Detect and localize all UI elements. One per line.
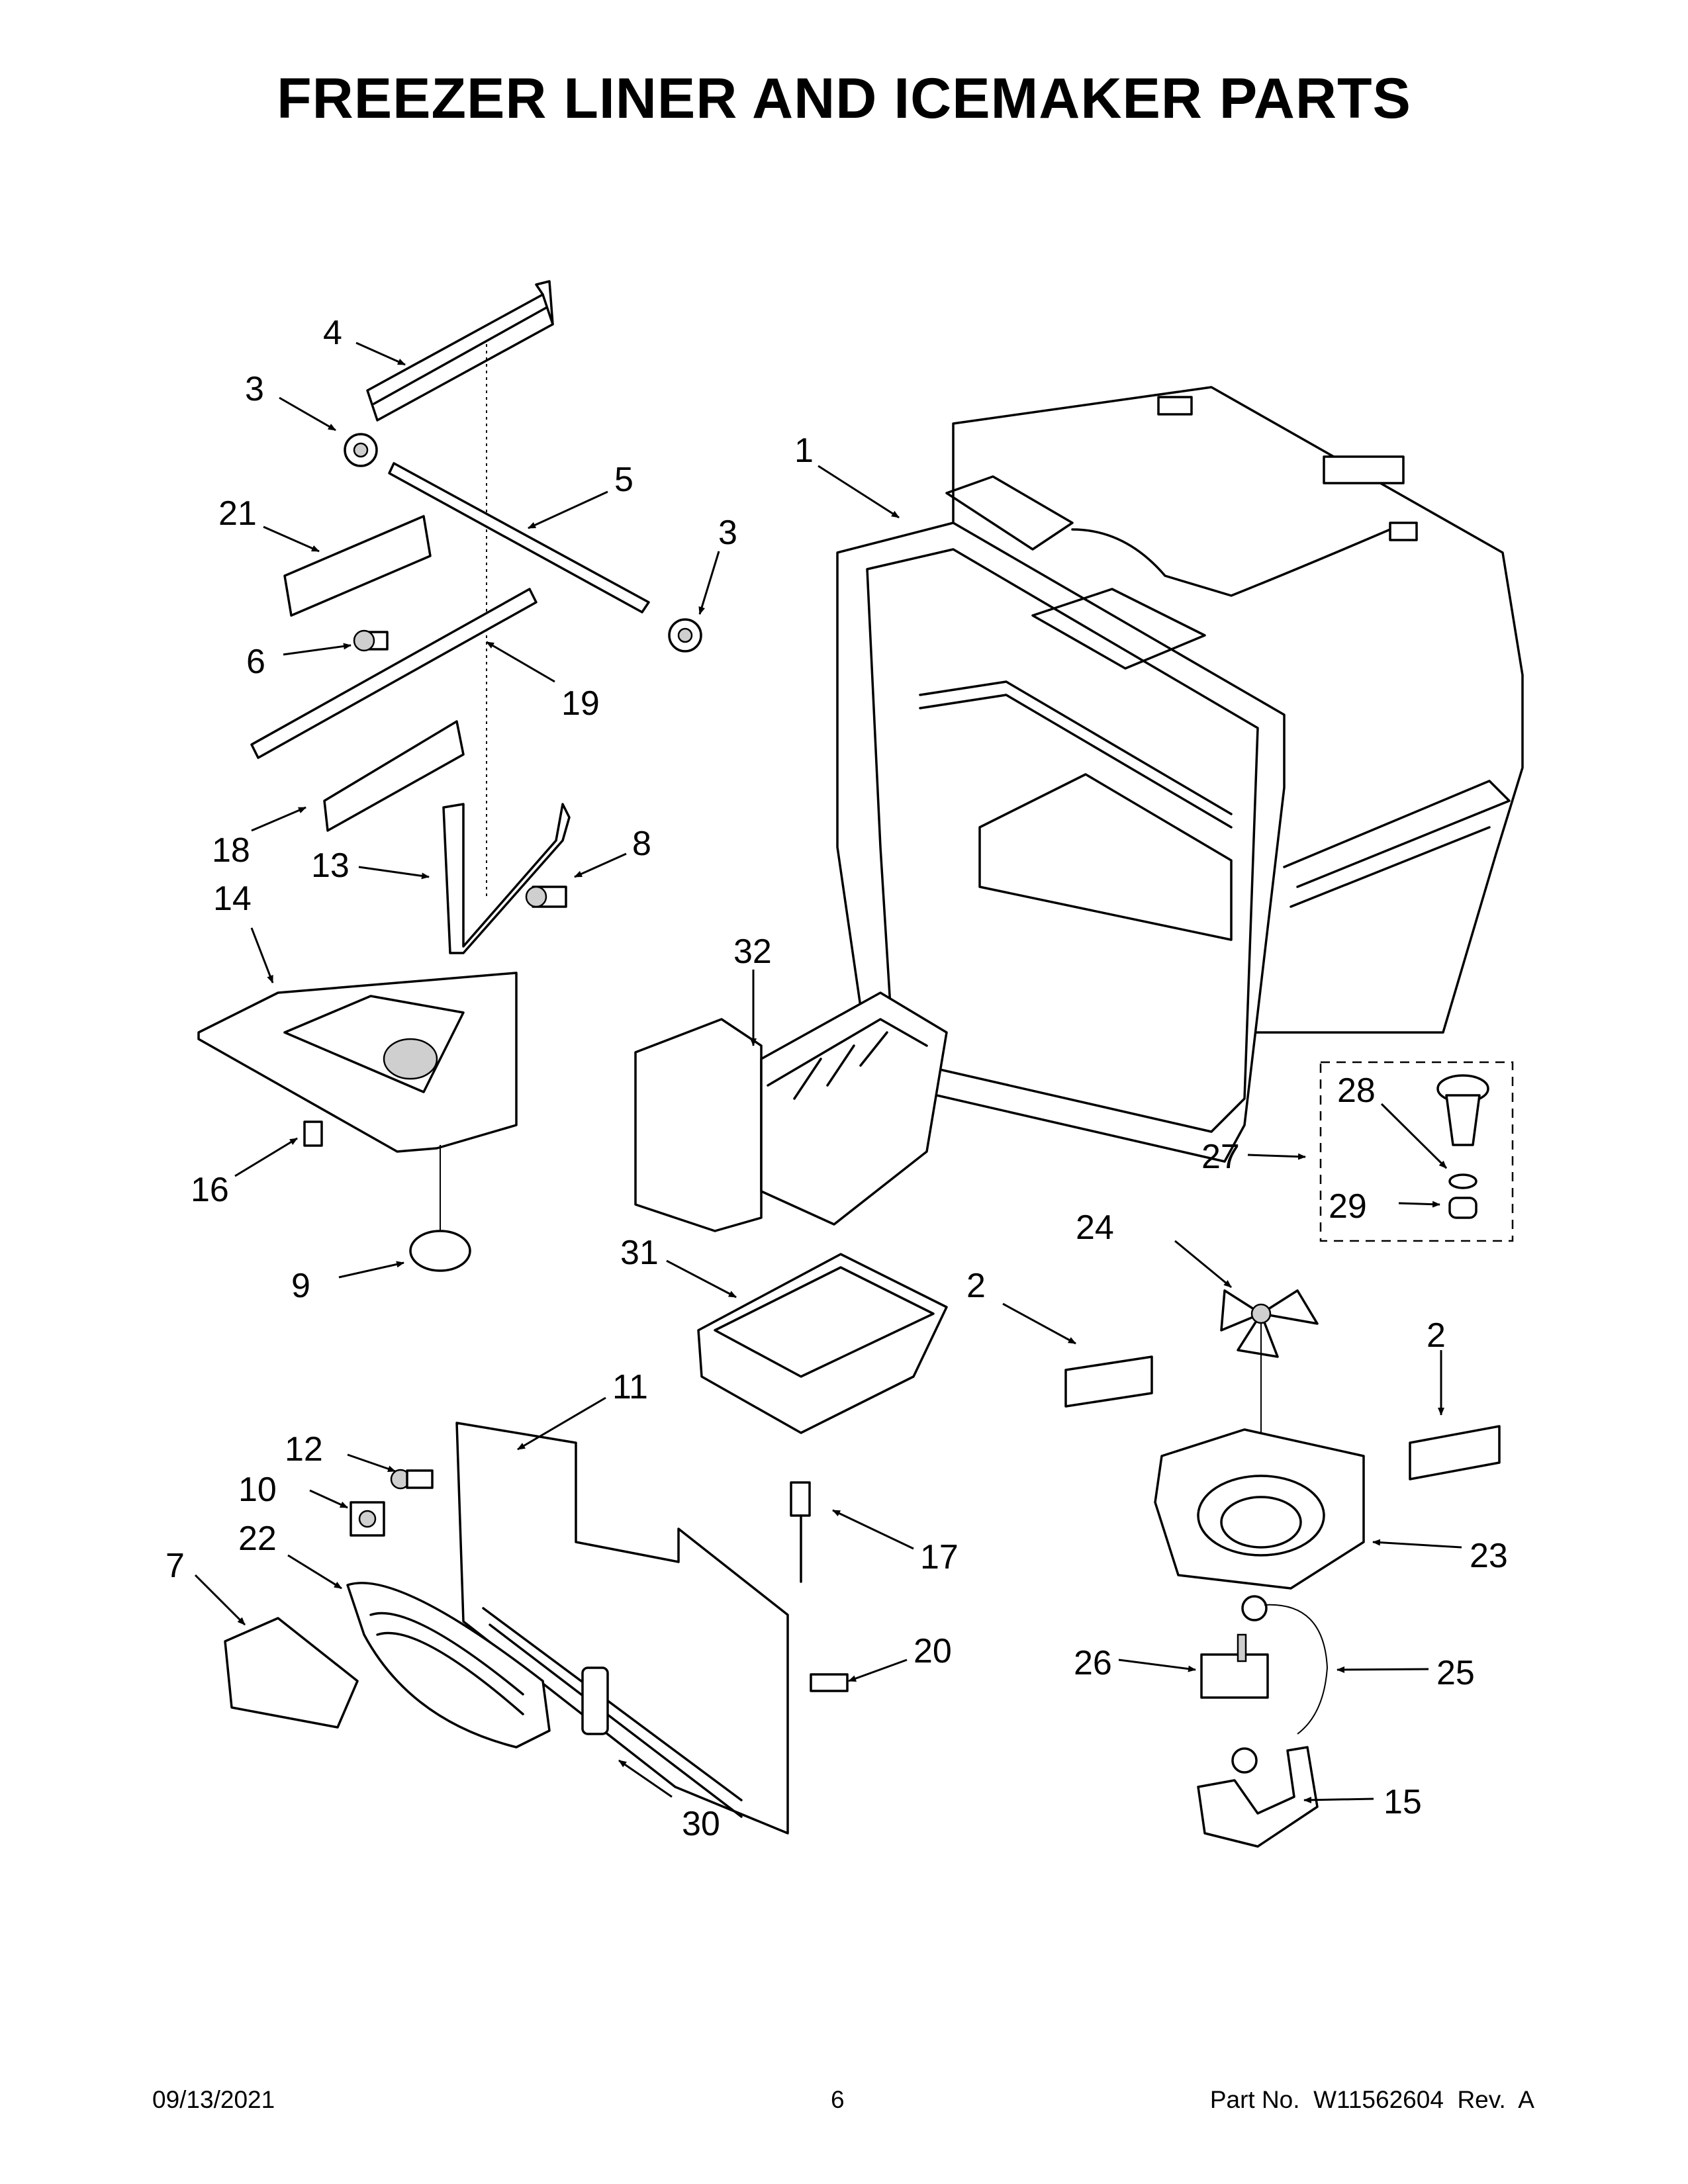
gear-part	[344, 433, 378, 467]
callout-24: 24	[1076, 1208, 1114, 1247]
fan-motor-part	[1200, 1653, 1269, 1699]
callout-1: 1	[794, 432, 814, 470]
callout-28: 28	[1337, 1071, 1376, 1110]
left-slide-bracket-part	[283, 515, 432, 617]
insulation-pad-part	[1064, 1355, 1153, 1408]
callout-7: 7	[165, 1547, 185, 1585]
callout-17: 17	[920, 1538, 959, 1576]
callout-31: 31	[620, 1234, 659, 1272]
mounting-bracket-part	[442, 803, 571, 954]
icemaker-part	[634, 991, 948, 1232]
callout-9: 9	[291, 1267, 310, 1305]
ice-bin-part	[697, 1253, 948, 1434]
slide-assembly-part	[250, 588, 538, 759]
callout-16: 16	[191, 1171, 229, 1209]
duct-cover-part	[224, 1617, 359, 1729]
callout-10: 10	[238, 1471, 277, 1509]
callout-11: 11	[612, 1368, 648, 1406]
motor-grommet-part	[1241, 1595, 1268, 1621]
callout-8: 8	[632, 825, 651, 863]
air-grille-part	[346, 1582, 551, 1749]
plug-part	[581, 1666, 609, 1735]
callout-26: 26	[1074, 1644, 1112, 1682]
callout-labels: 1 2 2 3 3 4 5 6 7 8 9 10 11 12 13 14 15 …	[165, 314, 1508, 1843]
callout-25: 25	[1436, 1654, 1475, 1692]
callout-3: 3	[718, 514, 737, 552]
motor-bracket-part	[1197, 1746, 1319, 1848]
callout-21: 21	[218, 494, 257, 533]
shaft-rod-part	[388, 462, 650, 614]
insulation-pad-part	[1409, 1425, 1501, 1480]
callout-18: 18	[212, 831, 250, 870]
water-valve-kit-box	[1319, 1061, 1514, 1242]
valve-fitting-part	[1436, 1074, 1489, 1146]
footer-date: 09/13/2021	[152, 2086, 275, 2113]
callout-6: 6	[246, 643, 265, 681]
sensor-part	[790, 1481, 811, 1583]
washer-part	[1448, 1197, 1477, 1219]
clip-part	[303, 1120, 323, 1147]
callout-2: 2	[1427, 1316, 1446, 1355]
ice-tray-bin-part	[197, 972, 518, 1153]
page-title: FREEZER LINER AND ICEMAKER PARTS	[277, 67, 1411, 130]
seal-strip-part	[810, 1673, 849, 1692]
callout-2: 2	[966, 1267, 986, 1305]
screw-part	[390, 1469, 434, 1490]
slide-channel-part	[323, 720, 465, 832]
freezer-liner-part	[836, 386, 1524, 1163]
callout-5: 5	[614, 461, 633, 499]
callout-4: 4	[323, 314, 342, 352]
footer-page-number: 6	[831, 2086, 845, 2113]
gear-part	[668, 618, 702, 653]
callout-19: 19	[561, 684, 600, 723]
callout-30: 30	[682, 1805, 720, 1843]
callout-27: 27	[1201, 1138, 1240, 1176]
leader-lines	[194, 341, 1462, 1803]
fan-blade-part	[1220, 1289, 1319, 1358]
o-ring-part	[1448, 1173, 1477, 1189]
fan-shroud-part	[1154, 1428, 1365, 1590]
callout-15: 15	[1383, 1783, 1422, 1821]
footer-part-number: Part No. W11562604 Rev. A	[1209, 2086, 1534, 2113]
callout-22: 22	[238, 1520, 277, 1558]
screw-part	[353, 629, 389, 652]
slide-rail-part	[366, 280, 554, 422]
callout-14: 14	[213, 880, 252, 918]
screw-part	[525, 886, 567, 908]
callout-23: 23	[1470, 1537, 1508, 1575]
callout-12: 12	[285, 1430, 323, 1469]
knob-part	[409, 1230, 471, 1272]
thermistor-part	[350, 1501, 385, 1537]
callout-13: 13	[311, 846, 350, 885]
rear-panel-part	[455, 1422, 789, 1835]
callout-32: 32	[733, 933, 772, 971]
callout-29: 29	[1329, 1187, 1367, 1226]
callout-20: 20	[914, 1632, 952, 1670]
callout-3: 3	[245, 370, 264, 408]
